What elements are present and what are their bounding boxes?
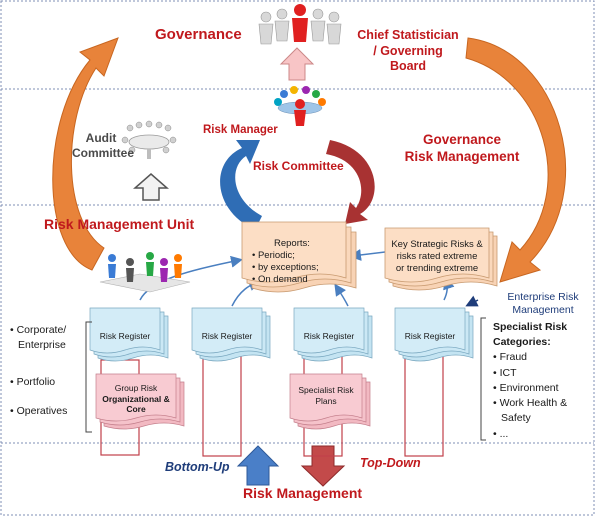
risk-management-bottom-label: Risk Management (243, 485, 363, 501)
group-risk-box (95, 373, 185, 430)
risk-manager-label: Risk Manager (203, 124, 278, 136)
reports-box (241, 221, 357, 293)
bottom-up-label: Bottom-Up (165, 460, 230, 474)
orange-arc-left (52, 37, 119, 271)
bottom-up-arrow (236, 445, 280, 486)
risk-register-stack (89, 307, 169, 362)
risk-register-stack (191, 307, 271, 362)
enterprise-pointer (465, 295, 479, 307)
darkred-loop-arrow (326, 140, 375, 224)
specialist-categories: Specialist Risk Categories: • Fraud • IC… (493, 321, 568, 440)
group-risk-text: Group Risk Organizational & Core (102, 383, 170, 415)
gray-up-arrow (133, 173, 169, 201)
risk-committee-label: Risk Committee (253, 159, 344, 173)
key-risks-box (384, 227, 498, 291)
blue-loop-arrow (220, 140, 262, 230)
key-risks-text: Key Strategic Risks & risks rated extrem… (391, 239, 483, 274)
enterprise-risk-management-label: Enterprise Risk Management (507, 291, 579, 317)
risk-register-label: Risk Register (99, 331, 151, 341)
chief-statistician-label: Chief Statistician / Governing Board (357, 28, 459, 74)
risk-management-unit-label: Risk Management Unit (44, 216, 195, 232)
right-bracket (480, 317, 486, 441)
governance-risk-management-label: Governance Risk Management (404, 132, 520, 164)
level-portfolio: • Portfolio (10, 376, 56, 388)
people-group-icon (258, 4, 342, 45)
left-bracket (85, 321, 92, 433)
level-operatives: • Operatives (10, 405, 68, 417)
top-down-label: Top-Down (360, 456, 421, 470)
risk-register-label: Risk Register (201, 331, 253, 341)
team-circle-icon (274, 86, 326, 126)
pink-up-arrow (279, 47, 315, 81)
orange-arc-right (465, 37, 566, 283)
puzzle-people-icon (99, 252, 191, 293)
audit-committee-label: Audit Committee (72, 131, 135, 160)
reports-text: Reports: • Periodic; • by exceptions; • … (252, 238, 319, 285)
specialist-plans-box (289, 373, 371, 430)
levels-list: • Corporate/ Enterprise (10, 324, 67, 352)
specialist-plans-text: Specialist Risk Plans (298, 385, 354, 406)
governance-title: Governance (155, 26, 242, 43)
risk-register-stack (394, 307, 474, 362)
meeting-table-icon (121, 120, 177, 159)
risk-register-label: Risk Register (303, 331, 355, 341)
risk-register-stack (293, 307, 373, 362)
risk-register-label: Risk Register (404, 331, 456, 341)
top-down-arrow (300, 445, 346, 487)
